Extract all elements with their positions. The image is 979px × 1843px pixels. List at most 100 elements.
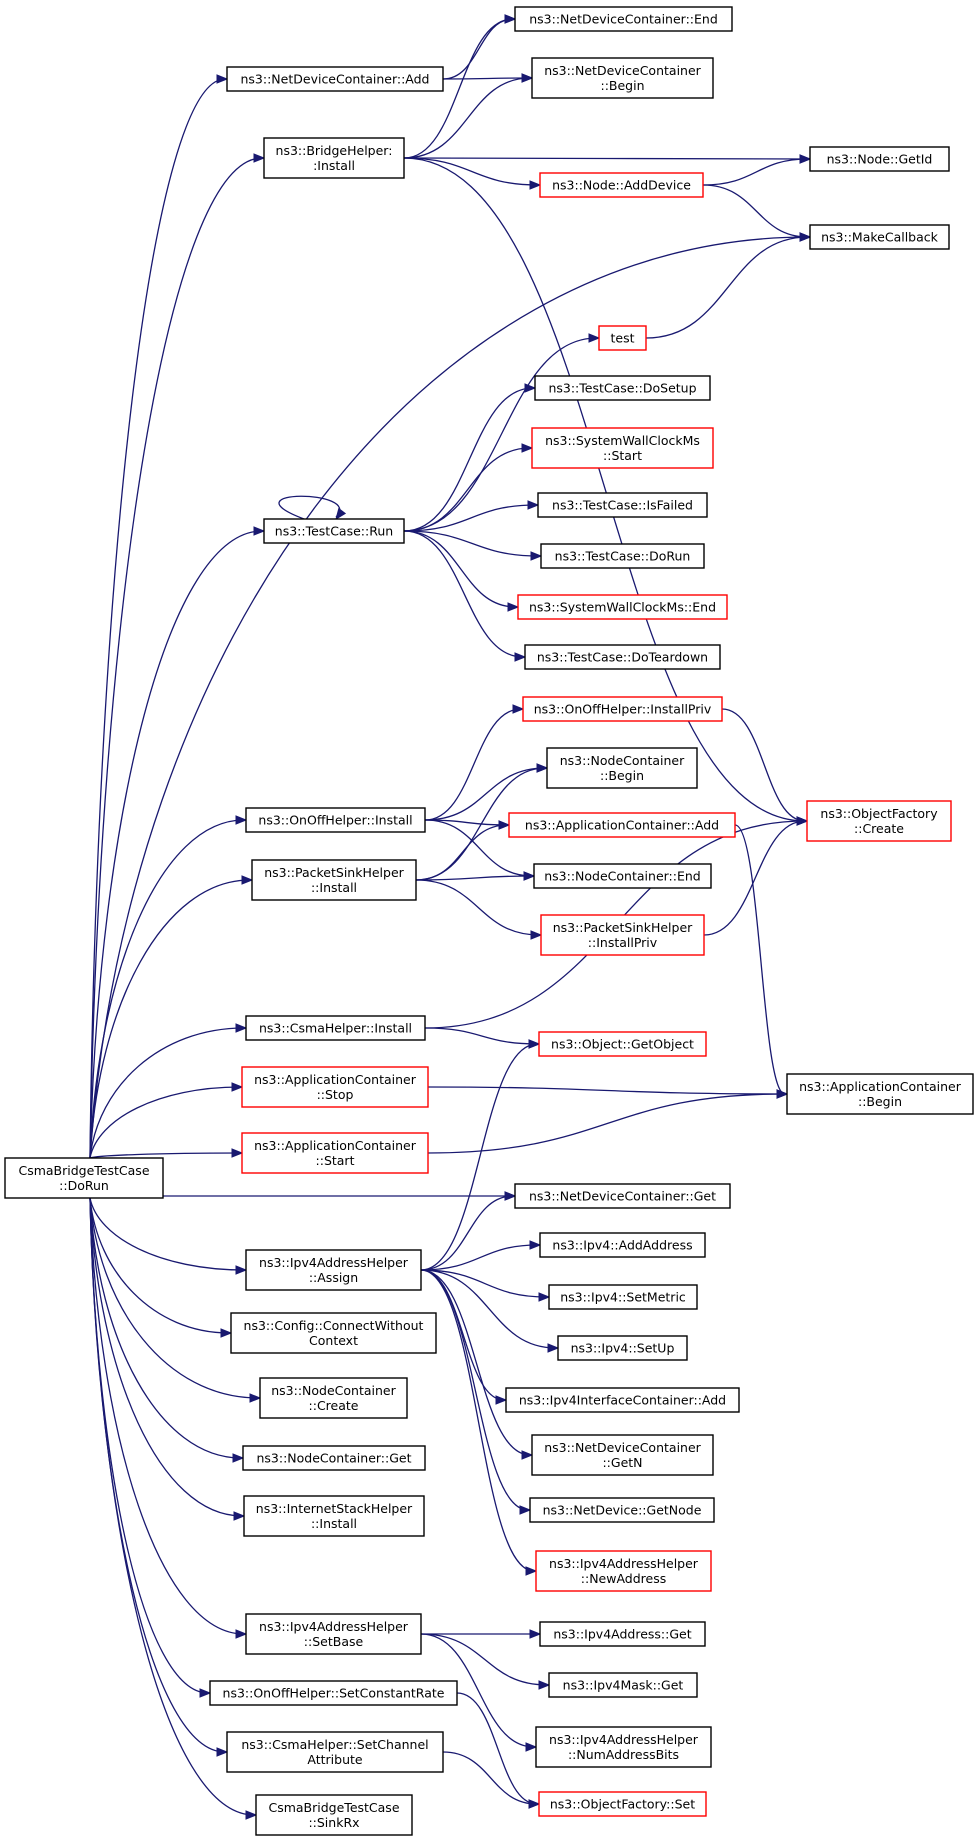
node-tc-dorun[interactable]: ns3::TestCase::DoRun	[540, 543, 705, 569]
node-of-create[interactable]: ns3::ObjectFactory::Create	[806, 800, 952, 842]
edge-ac_start-to-ac_begin	[427, 1089, 789, 1154]
node-label: ns3::Ipv4InterfaceContainer::Add	[519, 1393, 726, 1408]
node-ndc-end[interactable]: ns3::NetDeviceContainer::End	[514, 6, 733, 32]
edge-root-to-ac_stop	[89, 1082, 244, 1159]
node-nc-create[interactable]: ns3::NodeContainer::Create	[259, 1377, 408, 1419]
node-ndc-get[interactable]: ns3::NetDeviceContainer::Get	[514, 1183, 731, 1209]
edge-ipv4ah_setbase-to-ipv4addr_get	[421, 1629, 542, 1639]
node-ipv4ah-numaddressbits[interactable]: ns3::Ipv4AddressHelper::NumAddressBits	[535, 1726, 712, 1768]
edge-ipv4ah_assign-to-ipv4ah_newaddress	[420, 1269, 538, 1576]
edge-psh_install-to-nc_end	[415, 871, 536, 881]
node-box	[245, 1015, 426, 1041]
node-label: ns3::ApplicationContainer	[254, 1072, 417, 1087]
node-onoff-setconstantrate[interactable]: ns3::OnOffHelper::SetConstantRate	[209, 1680, 458, 1706]
node-ac-add[interactable]: ns3::ApplicationContainer::Add	[508, 812, 736, 838]
node-label: ns3::ApplicationContainer	[799, 1079, 962, 1094]
node-nc-end[interactable]: ns3::NodeContainer::End	[533, 863, 712, 889]
node-node-getid[interactable]: ns3::Node::GetId	[809, 146, 950, 172]
node-box	[529, 1497, 715, 1523]
edge-root-to-psh_install	[89, 875, 254, 1159]
node-swc-end[interactable]: ns3::SystemWallClockMs::End	[517, 594, 728, 620]
edge-node_adddevice-to-makecallback	[702, 184, 812, 242]
node-label: ::Create	[309, 1398, 359, 1413]
node-ipv4mask-get[interactable]: ns3::Ipv4Mask::Get	[548, 1672, 698, 1698]
node-test[interactable]: test	[598, 325, 647, 351]
node-onoff-install[interactable]: ns3::OnOffHelper::Install	[245, 807, 426, 833]
node-box	[522, 696, 723, 722]
node-bridge-install[interactable]: ns3::BridgeHelper::Install	[263, 137, 405, 179]
node-ac-stop[interactable]: ns3::ApplicationContainer::Stop	[241, 1066, 429, 1108]
edge-onoff_install-to-onoff_installpriv	[424, 704, 525, 821]
node-ipv4-addaddress[interactable]: ns3::Ipv4::AddAddress	[539, 1232, 706, 1258]
node-ipv4addr-get[interactable]: ns3::Ipv4Address::Get	[539, 1621, 706, 1647]
edge-test-to-makecallback	[645, 232, 812, 339]
node-ish-install[interactable]: ns3::InternetStackHelper::Install	[243, 1495, 425, 1537]
node-root[interactable]: CsmaBridgeTestCase::DoRun	[4, 1157, 164, 1199]
node-label: ::Install	[311, 1516, 357, 1531]
edge-csma_setchannelattribute-to-of_set	[442, 1751, 541, 1809]
node-label: ns3::Node::AddDevice	[552, 178, 691, 193]
node-ipv4-setmetric[interactable]: ns3::Ipv4::SetMetric	[548, 1284, 698, 1310]
node-ndc-add[interactable]: ns3::NetDeviceContainer::Add	[226, 66, 444, 92]
node-nc-begin[interactable]: ns3::NodeContainer::Begin	[546, 747, 698, 789]
edge-ipv4ah_assign-to-ndc_get	[420, 1191, 517, 1271]
node-label: ns3::TestCase::Run	[275, 524, 393, 539]
node-label: CsmaBridgeTestCase	[18, 1163, 149, 1178]
node-box	[538, 1031, 707, 1057]
node-onoff-installpriv[interactable]: ns3::OnOffHelper::InstallPriv	[522, 696, 723, 722]
node-ipv4ah-assign[interactable]: ns3::Ipv4AddressHelper::Assign	[245, 1249, 422, 1291]
node-label: ns3::TestCase::IsFailed	[552, 498, 693, 513]
node-label: ::Begin	[600, 78, 644, 93]
node-node-adddevice[interactable]: ns3::Node::AddDevice	[539, 172, 704, 198]
node-label: ns3::Ipv4::SetMetric	[560, 1290, 686, 1305]
node-tc-isfailed[interactable]: ns3::TestCase::IsFailed	[537, 492, 708, 518]
node-label: ::Create	[854, 821, 904, 836]
node-label: ns3::ApplicationContainer::Add	[525, 818, 719, 833]
node-ac-start[interactable]: ns3::ApplicationContainer::Start	[241, 1132, 429, 1174]
node-nc-get[interactable]: ns3::NodeContainer::Get	[242, 1445, 426, 1471]
node-label: ns3::ObjectFactory	[820, 806, 938, 821]
edges-layer	[89, 14, 812, 1820]
node-swc-start[interactable]: ns3::SystemWallClockMs::Start	[531, 427, 714, 469]
edge-tc_run-to-tc_dorun	[403, 530, 543, 561]
node-label: ns3::NodeContainer::End	[544, 869, 700, 884]
node-box	[535, 1550, 712, 1592]
node-psh-installpriv[interactable]: ns3::PacketSinkHelper::InstallPriv	[540, 914, 705, 956]
node-csma-install[interactable]: ns3::CsmaHelper::Install	[245, 1015, 426, 1041]
node-label: test	[610, 331, 634, 346]
node-ipv4ah-setbase[interactable]: ns3::Ipv4AddressHelper::SetBase	[245, 1613, 422, 1655]
edge-bridge_install-to-node_getid	[403, 154, 812, 164]
edge-root-to-ndc_add	[89, 74, 229, 1159]
node-label: ::NewAddress	[581, 1571, 666, 1586]
node-psh-install[interactable]: ns3::PacketSinkHelper::Install	[251, 859, 417, 901]
node-label: ns3::MakeCallback	[821, 230, 939, 245]
edge-bridge_install-to-ndc_end	[403, 14, 517, 159]
node-ac-begin[interactable]: ns3::ApplicationContainer::Begin	[786, 1073, 974, 1115]
node-ipv4-setup[interactable]: ns3::Ipv4::SetUp	[557, 1335, 688, 1361]
node-csmabtc-sinkrx[interactable]: CsmaBridgeTestCase::SinkRx	[255, 1794, 413, 1836]
edge-onoff_install-to-nc_begin	[424, 763, 549, 821]
node-box	[259, 1377, 408, 1419]
edge-tc_run-to-tc_doteardown	[403, 530, 527, 662]
node-makecallback[interactable]: ns3::MakeCallback	[809, 224, 950, 250]
node-of-set[interactable]: ns3::ObjectFactory::Set	[538, 1791, 707, 1817]
edge-ipv4ah_assign-to-ipv4_setmetric	[420, 1269, 551, 1302]
node-obj-getobject[interactable]: ns3::Object::GetObject	[538, 1031, 707, 1057]
node-label: ns3::NodeContainer	[560, 753, 685, 768]
edge-tc_run-to-tc_isfailed	[403, 500, 540, 532]
edge-onoff_installpriv-to-of_create	[721, 708, 809, 826]
node-ipv4ic-add[interactable]: ns3::Ipv4InterfaceContainer::Add	[505, 1387, 740, 1413]
node-tc-run[interactable]: ns3::TestCase::Run	[263, 518, 405, 544]
node-box	[531, 57, 714, 99]
node-box	[548, 1284, 698, 1310]
node-netdevice-getnode[interactable]: ns3::NetDevice::GetNode	[529, 1497, 715, 1523]
node-tc-doteardown[interactable]: ns3::TestCase::DoTeardown	[524, 644, 721, 670]
node-tc-dosetup[interactable]: ns3::TestCase::DoSetup	[534, 375, 711, 401]
node-ndc-begin[interactable]: ns3::NetDeviceContainer::Begin	[531, 57, 714, 99]
node-label: ns3::NetDeviceContainer	[544, 1440, 701, 1455]
node-ipv4ah-newaddress[interactable]: ns3::Ipv4AddressHelper::NewAddress	[535, 1550, 712, 1592]
node-ndc-getn[interactable]: ns3::NetDeviceContainer::GetN	[531, 1434, 714, 1476]
